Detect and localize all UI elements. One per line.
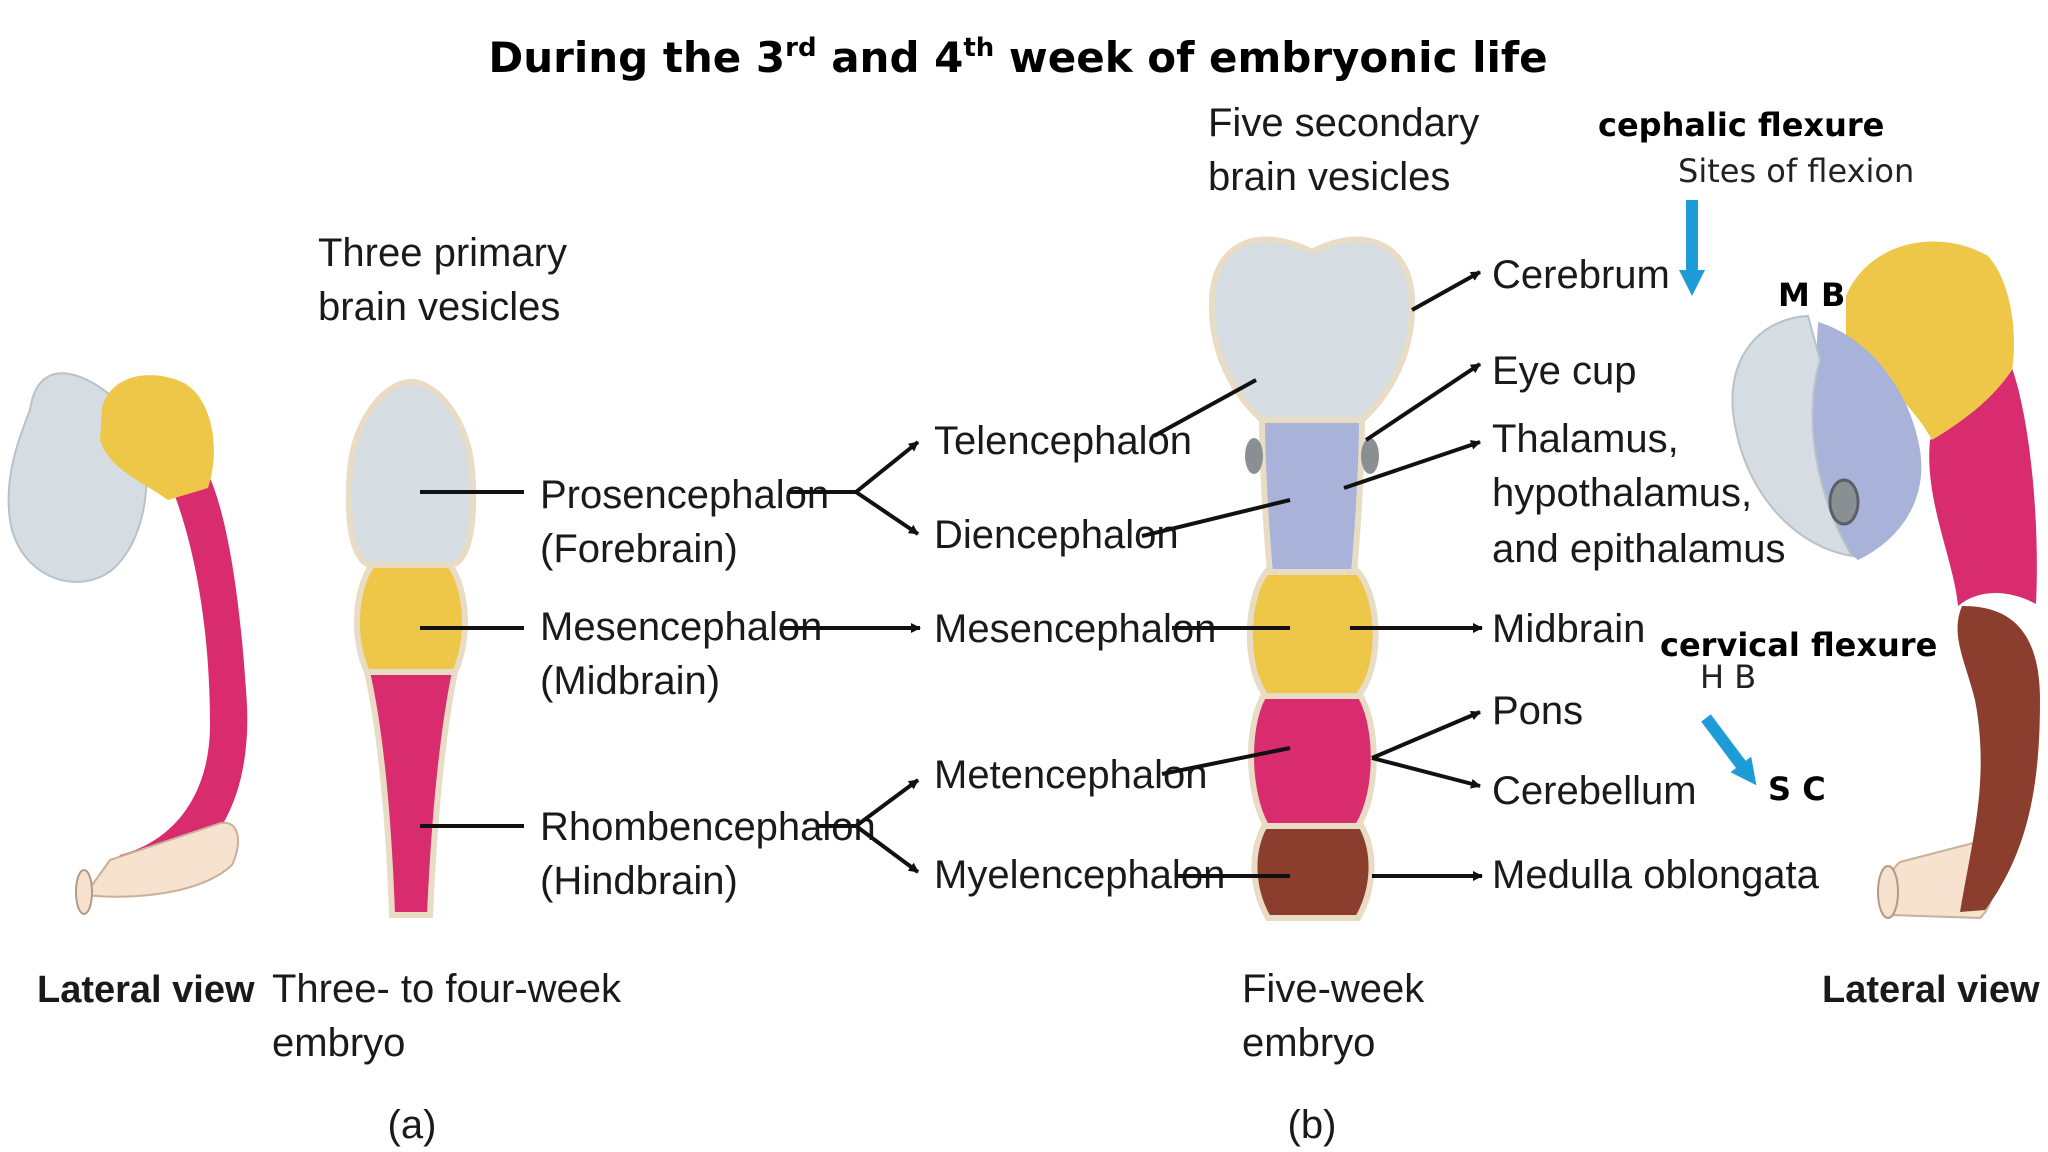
primary-to-secondary-arrows <box>782 440 921 874</box>
stage-b-caption-line-1: Five-week <box>1242 967 1425 1011</box>
hindbrain-label: (Hindbrain) <box>540 859 738 903</box>
stage-a-caption: Three- to four-week embryo (a) <box>272 967 622 1147</box>
adult-structure-arrows <box>1343 270 1483 881</box>
cervical-flexure-label: cervical flexure <box>1660 626 1937 664</box>
telencephalon-label: Telencephalon <box>934 419 1192 463</box>
mesencephalon-vesicle <box>353 562 469 675</box>
stage-b-caption: Five-week embryo (b) <box>1242 967 1425 1147</box>
right-eye-cup <box>1361 438 1379 474</box>
midbrain-abbrev-label: M B <box>1778 276 1845 314</box>
right-lateral-view: M B Lateral view <box>1731 241 2040 1011</box>
mesencephalon-b-vesicle <box>1246 565 1379 699</box>
secondary-to-tube-leaders <box>1141 378 1291 878</box>
page-title: During the 3rd and 4th week of embryonic… <box>488 33 1547 82</box>
right-metencephalon <box>1929 368 2037 606</box>
midbrain-structure-label: Midbrain <box>1492 607 1645 651</box>
left-hindbrain-tube <box>100 478 248 890</box>
cerebellum-label: Cerebellum <box>1492 769 1697 813</box>
left-spinal-tube <box>83 821 240 898</box>
adult-structure-labels: Cerebrum Eye cup Thalamus, hypothalamus,… <box>1492 253 1820 897</box>
stage-a-caption-line-2: embryo <box>272 1021 405 1065</box>
secondary-vesicle-labels: Telencephalon Diencephalon Mesencephalon… <box>934 419 1225 897</box>
left-lateral-view: Lateral view <box>7 372 255 1011</box>
hypothalamus-label: hypothalamus, <box>1492 471 1752 515</box>
medulla-oblongata-label: Medulla oblongata <box>1492 853 1820 897</box>
telencephalon-vesicle <box>1208 236 1416 423</box>
spinal-cord-abbrev-label: S C <box>1768 770 1826 808</box>
cerebrum-label: Cerebrum <box>1492 253 1670 297</box>
panel-a-label: (a) <box>388 1103 437 1147</box>
stage-a-heading-line-1: Three primary <box>318 231 567 275</box>
right-eye-cup-icon <box>1828 478 1860 526</box>
stage-b-caption-line-2: embryo <box>1242 1021 1375 1065</box>
stage-a-heading: Three primary brain vesicles <box>318 231 567 329</box>
myelencephalon-vesicle <box>1251 817 1375 921</box>
prosencephalon-vesicle <box>345 378 477 568</box>
hindbrain-abbrev-label: H B <box>1700 658 1756 696</box>
cervical-flexion-arrow <box>1701 714 1757 786</box>
metencephalon-label: Metencephalon <box>934 753 1208 797</box>
prosencephalon-label: Prosencephalon <box>540 473 829 517</box>
myelencephalon-label: Myelencephalon <box>934 853 1225 897</box>
stage-b-heading-line-1: Five secondary <box>1208 101 1479 145</box>
primary-vesicles-tube <box>345 378 477 918</box>
forebrain-label: (Forebrain) <box>540 527 738 571</box>
panel-b-label: (b) <box>1288 1103 1337 1147</box>
midbrain-label: (Midbrain) <box>540 659 720 703</box>
rhombencephalon-vesicle <box>363 669 459 918</box>
secondary-vesicles-tube <box>1208 236 1416 921</box>
eye-cup-label: Eye cup <box>1492 349 1637 393</box>
primary-vesicle-labels: Prosencephalon (Forebrain) Mesencephalon… <box>540 473 876 903</box>
stage-b-heading-line-2: brain vesicles <box>1208 155 1450 199</box>
thalamus-label: Thalamus, <box>1492 417 1679 461</box>
cephalic-flexure-label: cephalic flexure <box>1598 106 1884 144</box>
flexure-annotations: cephalic flexure Sites of flexion cervic… <box>1598 106 1937 808</box>
mesencephalon-label: Mesencephalon <box>540 605 822 649</box>
diencephalon-vesicle <box>1258 415 1366 575</box>
right-forebrain <box>1731 314 1854 558</box>
left-eye-cup <box>1245 438 1263 474</box>
right-lateral-caption: Lateral view <box>1822 969 2040 1011</box>
sites-of-flexion-label: Sites of flexion <box>1678 152 1914 190</box>
mesencephalon-secondary-label: Mesencephalon <box>934 607 1216 651</box>
right-midbrain <box>1846 241 2014 440</box>
left-spinal-cut <box>75 869 93 915</box>
stage-a-caption-line-1: Three- to four-week <box>272 967 622 1011</box>
stage-a-heading-line-2: brain vesicles <box>318 285 560 329</box>
epithalamus-label: and epithalamus <box>1492 527 1786 571</box>
metencephalon-vesicle <box>1248 689 1377 829</box>
right-spinal-cut <box>1877 865 1899 919</box>
diencephalon-label: Diencephalon <box>934 513 1179 557</box>
right-myelencephalon <box>1957 606 2040 912</box>
pons-label: Pons <box>1492 689 1583 733</box>
left-lateral-caption: Lateral view <box>37 969 255 1011</box>
stage-b-heading: Five secondary brain vesicles <box>1208 101 1479 199</box>
left-midbrain <box>100 375 214 500</box>
